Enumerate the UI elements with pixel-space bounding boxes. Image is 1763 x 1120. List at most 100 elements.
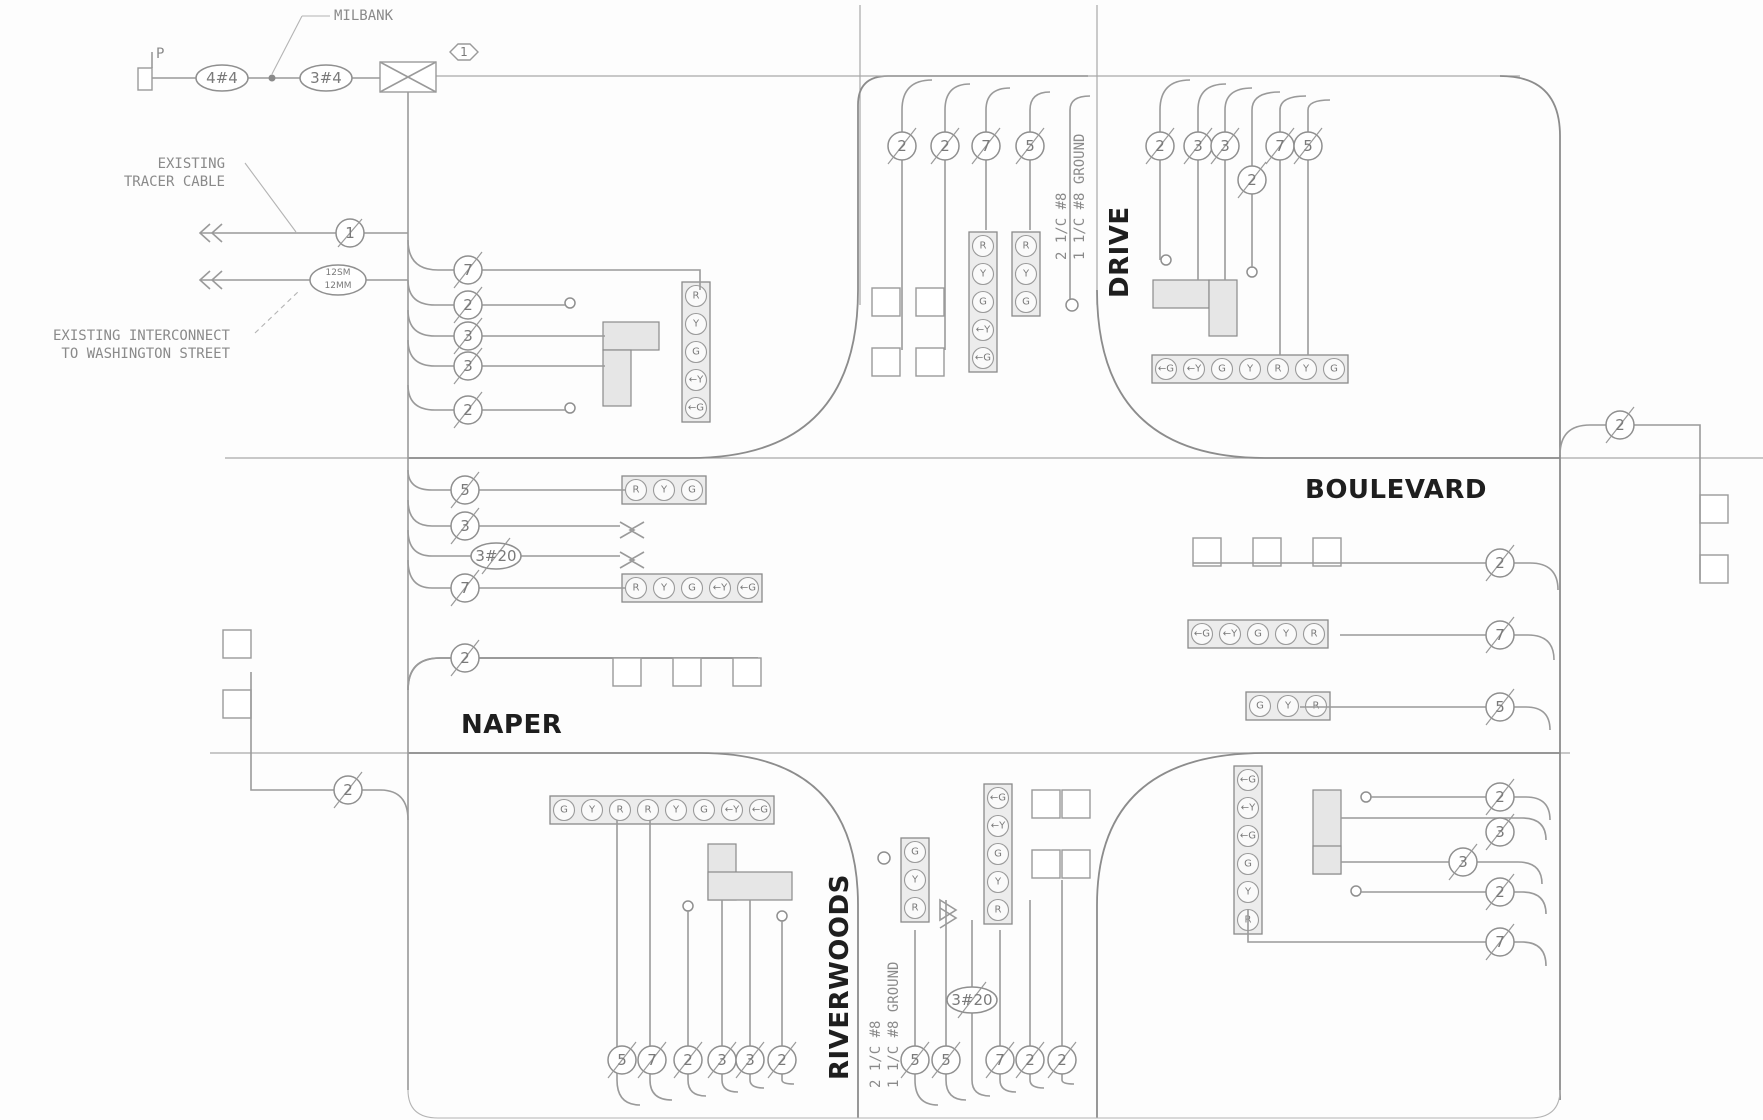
interconnect-label-2: TO WASHINGTON STREET [61, 346, 230, 362]
sw-head-lens-label: Y [672, 805, 680, 816]
cable-bubble-west: 3 [450, 507, 480, 545]
west-head-2-lens [680, 576, 704, 600]
cable-count-text: 2 [1615, 416, 1625, 434]
cable-bubble-north: 2 [930, 127, 960, 165]
ped-head-se-2 [1312, 845, 1342, 875]
bowtie-south-2 [939, 907, 958, 929]
cable-bubble-south-left: 2 [673, 1041, 703, 1079]
se-head-lens-label: ←Y [1241, 803, 1256, 814]
east-head-1-lens [1190, 622, 1214, 646]
east-head-2-lens-label: R [1313, 701, 1320, 712]
west-head-2-lens [624, 576, 648, 600]
cable-count-text: 2 [1025, 1051, 1035, 1069]
sw-head-lens [608, 798, 632, 822]
ped-head-nw-2 [602, 349, 632, 407]
cable-count-text: 5 [460, 481, 470, 499]
nw-head-lens-label: R [693, 291, 700, 302]
street-naper: NAPER [461, 710, 562, 740]
west-head-1-lens-label: R [633, 485, 640, 496]
cable-count-text: 2 [460, 649, 470, 667]
milbank-meter-dot [268, 74, 276, 82]
north-ground-note-2: 1 1/C #8 GROUND [1072, 134, 1088, 260]
se-head-lens-label: G [1244, 859, 1252, 870]
cable-bubble-south-right: 2 [1015, 1041, 1045, 1079]
south-head-2-lens-label: ←G [990, 793, 1006, 804]
cable-count-text: 2 [1057, 1051, 1067, 1069]
se-head-lens-label: ←G [1240, 775, 1256, 786]
cable-routes [250, 79, 1701, 1106]
north-head-2-lens-label: Y [1022, 269, 1030, 280]
sw-head-lens-label: R [645, 805, 652, 816]
callout-number: 1 [460, 45, 468, 59]
cable-bubble-south-right: 5 [900, 1041, 930, 1079]
north-head-1-lens [971, 318, 995, 342]
cable-count-text: 3 [717, 1051, 727, 1069]
south-head-1-lens [903, 840, 927, 864]
tracer-label-1: EXISTING [158, 156, 225, 172]
south-head-1-lens [903, 868, 927, 892]
pushbutton-nw-1 [564, 297, 576, 309]
pushbutton-se-2 [1350, 885, 1362, 897]
north-head-2-lens [1014, 262, 1038, 286]
cable-bubble-nw: 3 [453, 317, 483, 355]
west-head-2-lens-label: ←Y [713, 583, 728, 594]
pushbutton-ne-1 [1160, 254, 1172, 266]
existing-cables: EXISTING TRACER CABLE 1 12SM 12MM EXISTI… [53, 156, 408, 362]
north-head-1-lens [971, 234, 995, 258]
east-head-2-lens-label: Y [1284, 701, 1292, 712]
cable-count-text: 3 [463, 357, 473, 375]
ne-head-lens-label: Y [1302, 364, 1310, 375]
cable-count-text: 3 [1193, 137, 1203, 155]
east-head-2-lens [1248, 694, 1272, 718]
cable-count-text: 2 [1495, 554, 1505, 572]
cable-bubble-ne: 3 [1210, 127, 1240, 165]
sw-head-lens-label: ←G [752, 805, 768, 816]
detector-loops [222, 287, 1729, 879]
ne-head-lens-label: G [1218, 364, 1226, 375]
cable-count-text: 2 [777, 1051, 787, 1069]
nw-head-lens [684, 284, 708, 308]
cable-count-text: 7 [1275, 137, 1285, 155]
cable-bubble-south-right: 3#20 [946, 981, 998, 1019]
south-head-1-lens-label: R [912, 903, 919, 914]
north-ground-note-1: 2 1/C #8 [1054, 193, 1070, 260]
cable-count-text: 2 [683, 1051, 693, 1069]
cable-count-text: 7 [1495, 933, 1505, 951]
sw-head-lens [692, 798, 716, 822]
east-head-2-lens [1304, 694, 1328, 718]
cable-bubble-east: 7 [1485, 616, 1515, 654]
west-head-2-lens-label: ←G [740, 583, 756, 594]
cable-bubble-south-left: 3 [707, 1041, 737, 1079]
ne-head-lens [1182, 357, 1206, 381]
cable-count-text: 3#20 [951, 991, 992, 1009]
pushbutton-sw-1 [682, 900, 694, 912]
cable-bubble-south-right: 5 [931, 1041, 961, 1079]
cable-bubble-se: 7 [1485, 923, 1515, 961]
north-head-1-lens-label: ←G [975, 353, 991, 364]
cable-bubble-ne: 5 [1293, 127, 1323, 165]
cable-count-text: 2 [940, 137, 950, 155]
cable-bubble-far-east: 2 [1605, 406, 1635, 444]
east-head-1-lens-label: ←Y [1223, 629, 1238, 640]
cable-bubble-nw: 2 [453, 286, 483, 324]
north-head-1-lens [971, 262, 995, 286]
west-head-1-lens-label: Y [660, 485, 668, 496]
cable-bubble-east: 2 [1485, 544, 1515, 582]
south-head-2-lens [986, 842, 1010, 866]
east-head-2-lens-label: G [1256, 701, 1264, 712]
cable-bubble-ne: 7 [1265, 127, 1295, 165]
cable-bubble-se: 2 [1485, 873, 1515, 911]
street-boulevard: BOULEVARD [1305, 475, 1487, 505]
ne-head-lens [1322, 357, 1346, 381]
north-head-1-lens-label: Y [979, 269, 987, 280]
west-head-2-lens-label: Y [660, 583, 668, 594]
west-head-1-lens-label: G [688, 485, 696, 496]
cable-count-text: 5 [1303, 137, 1313, 155]
cable-bubble-east: 5 [1485, 688, 1515, 726]
south-head-1-lens-label: G [911, 847, 919, 858]
cable-bubble-nw: 3 [453, 347, 483, 385]
